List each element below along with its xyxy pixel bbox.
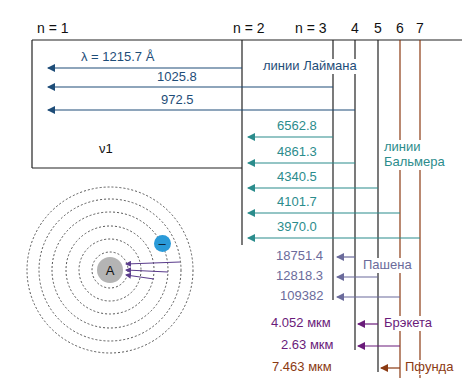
wavelength-label: 4.052 мкм [270,316,332,331]
wavelength-label: 7.463 мкм [271,360,333,375]
series-label: линии Лаймана [262,59,358,74]
wavelength-label: 109382 [279,289,324,304]
wavelength-label: 1025.8 [156,70,198,85]
nucleus-circle: A [97,257,123,283]
level-label: n = 1 [36,20,70,36]
series-label: Пфунда [404,360,454,375]
wavelength-label: 2.63 мкм [280,338,334,353]
wavelength-label: 3970.0 [276,220,318,235]
wavelength-label: 972.5 [160,93,195,108]
wavelength-label: 4861.3 [276,145,318,160]
wavelength-label: 4340.5 [276,170,318,185]
node-text: A [106,264,115,277]
level-label: 4 [350,20,360,36]
level-label: 5 [373,20,383,36]
wavelength-label: λ = 1215.7 Å [80,50,155,65]
series-label: линии Бальмера [383,140,459,170]
level-label: 7 [415,20,425,36]
level-label: 6 [395,20,405,36]
frequency-label: ν1 [98,142,114,157]
level-label: n = 3 [294,20,328,36]
electron-circle: – [154,235,171,252]
wavelength-label: 6562.8 [276,119,318,134]
wavelength-label: 12818.3 [275,269,324,284]
level-label: n = 2 [232,20,266,36]
series-label: Пашена [362,258,413,273]
wavelength-label: 18751.4 [275,249,324,264]
wavelength-label: 4101.7 [276,195,318,210]
series-label: Брэкета [383,316,433,331]
node-text: – [158,237,165,250]
